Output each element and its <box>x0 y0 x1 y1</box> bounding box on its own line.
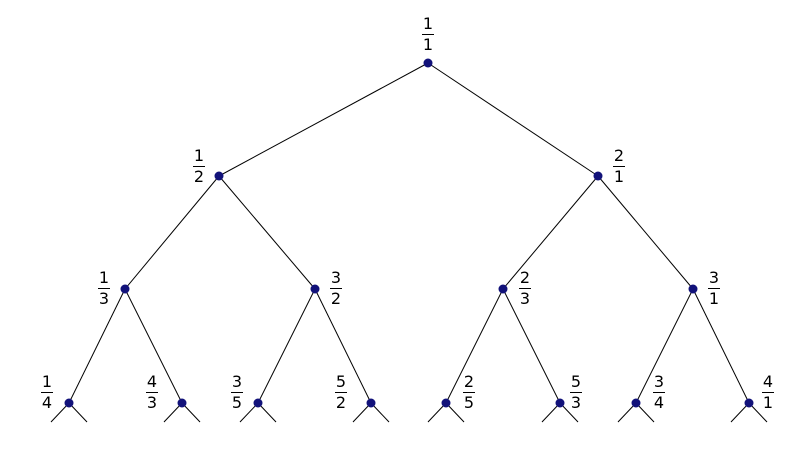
fraction-numerator: 3 <box>330 268 342 287</box>
fraction-bar <box>193 166 205 167</box>
edge-root-right <box>427 62 599 177</box>
fraction-label-l3-0: 1 4 <box>36 374 58 411</box>
fraction-label-l3-4: 2 5 <box>458 374 480 411</box>
node-l3-2 <box>253 398 263 408</box>
fraction-bar <box>146 392 158 393</box>
fraction-numerator: 1 <box>193 146 205 165</box>
fraction-bar <box>41 392 53 393</box>
fraction-label-l3-5: 5 3 <box>565 374 587 411</box>
node-l1-0 <box>214 171 224 181</box>
node-root <box>423 58 433 68</box>
fraction-bar <box>653 392 665 393</box>
fraction-bar <box>570 392 582 393</box>
edge-l1-1-right <box>597 175 694 290</box>
fraction-label-l3-6: 3 4 <box>648 374 670 411</box>
fraction-numerator: 3 <box>653 372 665 391</box>
fraction-denominator: 1 <box>762 393 774 412</box>
fraction-numerator: 2 <box>613 146 625 165</box>
node-l2-0 <box>120 284 130 294</box>
fraction-numerator: 2 <box>463 372 475 391</box>
fraction-numerator: 4 <box>762 372 774 391</box>
node-l3-7 <box>744 398 754 408</box>
edge-root-left <box>218 62 429 177</box>
fraction-label-root: 1 1 <box>417 16 439 53</box>
fraction-label-l2-3: 3 1 <box>703 270 725 307</box>
edge-l2-3-left <box>635 288 694 404</box>
edge-l2-1-left <box>257 288 316 404</box>
fraction-denominator: 5 <box>463 393 475 412</box>
fraction-denominator: 2 <box>330 289 342 308</box>
edge-l2-3-right <box>692 288 750 404</box>
fraction-denominator: 4 <box>653 393 665 412</box>
fraction-denominator: 3 <box>98 289 110 308</box>
fraction-bar <box>519 288 531 289</box>
fraction-label-l3-1: 4 3 <box>141 374 163 411</box>
edge-l1-1-left <box>502 175 599 290</box>
fraction-label-l3-3: 5 2 <box>330 374 352 411</box>
node-l2-1 <box>310 284 320 294</box>
node-l2-2 <box>498 284 508 294</box>
fraction-label-l2-2: 2 3 <box>514 270 536 307</box>
node-l3-1 <box>177 398 187 408</box>
fraction-numerator: 4 <box>146 372 158 391</box>
fraction-bar <box>231 392 243 393</box>
node-l3-0 <box>64 398 74 408</box>
tree-edges <box>50 62 768 423</box>
edge-l2-1-right <box>314 288 372 404</box>
node-l3-6 <box>631 398 641 408</box>
fraction-label-l2-0: 1 3 <box>93 270 115 307</box>
fraction-bar <box>335 392 347 393</box>
edge-l1-0-right <box>218 175 316 290</box>
fraction-bar <box>613 166 625 167</box>
fraction-numerator: 2 <box>519 268 531 287</box>
node-l2-3 <box>688 284 698 294</box>
fraction-numerator: 1 <box>422 14 434 33</box>
edge-l2-0-right <box>124 288 183 404</box>
fraction-label-l1-1: 2 1 <box>608 148 630 185</box>
fraction-bar <box>330 288 342 289</box>
fraction-numerator: 1 <box>41 372 53 391</box>
fraction-denominator: 3 <box>146 393 158 412</box>
fraction-denominator: 3 <box>570 393 582 412</box>
fraction-denominator: 1 <box>708 289 720 308</box>
node-l3-3 <box>366 398 376 408</box>
fraction-bar <box>708 288 720 289</box>
fraction-label-l3-7: 4 1 <box>757 374 779 411</box>
fraction-denominator: 1 <box>422 35 434 54</box>
fraction-denominator: 2 <box>335 393 347 412</box>
fraction-numerator: 5 <box>335 372 347 391</box>
fraction-bar <box>422 34 434 35</box>
node-l1-1 <box>593 171 603 181</box>
edge-l2-2-right <box>502 288 561 404</box>
fraction-denominator: 3 <box>519 289 531 308</box>
fraction-label-l1-0: 1 2 <box>188 148 210 185</box>
fraction-label-l3-2: 3 5 <box>226 374 248 411</box>
fraction-bar <box>762 392 774 393</box>
edge-l2-2-left <box>445 288 504 404</box>
edge-l2-0-left <box>68 288 126 404</box>
edge-l1-0-left <box>124 175 220 290</box>
fraction-numerator: 5 <box>570 372 582 391</box>
fraction-label-l2-1: 3 2 <box>325 270 347 307</box>
fraction-denominator: 5 <box>231 393 243 412</box>
fraction-denominator: 1 <box>613 167 625 186</box>
fraction-denominator: 2 <box>193 167 205 186</box>
fraction-numerator: 3 <box>708 268 720 287</box>
fraction-numerator: 1 <box>98 268 110 287</box>
fraction-bar <box>98 288 110 289</box>
node-l3-4 <box>441 398 451 408</box>
fraction-bar <box>463 392 475 393</box>
tree-nodes <box>64 58 754 408</box>
fraction-denominator: 4 <box>41 393 53 412</box>
fraction-numerator: 3 <box>231 372 243 391</box>
node-l3-5 <box>555 398 565 408</box>
